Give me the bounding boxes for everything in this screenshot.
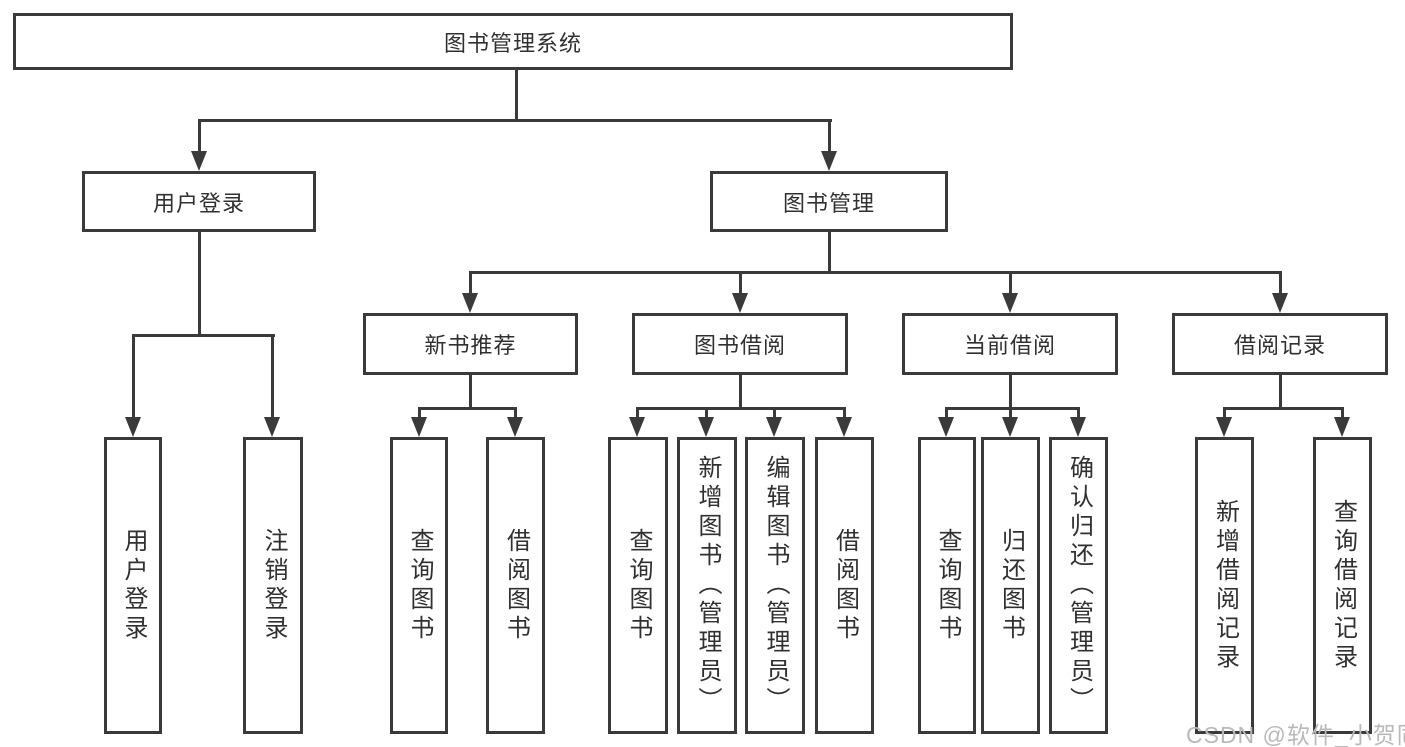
- connector-line: [1279, 271, 1282, 295]
- connector-line: [418, 407, 517, 410]
- node-book-borrow-label: 图书借阅: [693, 333, 786, 358]
- node-root: 图书管理系统: [13, 13, 1013, 70]
- connector-line: [843, 407, 846, 419]
- arrow-down-icon: [1216, 417, 1232, 437]
- connector-line: [828, 232, 831, 273]
- watermark: CSDN @软件_小贺同学: [1186, 722, 1405, 747]
- arrow-down-icon: [698, 417, 714, 437]
- connector-line: [515, 70, 518, 121]
- leaf-return-book: 归还图书: [981, 437, 1040, 734]
- connector-line: [1009, 271, 1012, 295]
- arrow-down-icon: [462, 293, 478, 313]
- node-current-borrow-label: 当前借阅: [963, 333, 1056, 358]
- connector-line: [636, 407, 639, 419]
- leaf-add-borrow-record: 新增借阅记录: [1195, 437, 1254, 734]
- leaf-edit-book-admin-label: 编辑图书（管理员）: [762, 455, 789, 716]
- connector-line: [132, 334, 135, 419]
- leaf-return-book-label: 归还图书: [997, 527, 1025, 644]
- leaf-query-books-borrow-label: 查询图书: [625, 527, 652, 644]
- connector-line: [469, 271, 1282, 274]
- node-book-management: 图书管理: [710, 171, 948, 232]
- connector-line: [418, 407, 421, 419]
- leaf-user-login-label: 用户登录: [120, 527, 147, 644]
- leaf-confirm-return-admin-label: 确认归还（管理员）: [1065, 455, 1093, 716]
- leaf-query-books-borrow: 查询图书: [608, 437, 668, 734]
- arrow-down-icon: [1272, 293, 1288, 313]
- arrow-down-icon: [766, 417, 782, 437]
- connector-line: [132, 334, 275, 337]
- arrow-down-icon: [629, 417, 645, 437]
- connector-line: [739, 271, 742, 295]
- node-current-borrow: 当前借阅: [902, 313, 1118, 375]
- leaf-add-book-admin: 新增图书（管理员）: [677, 437, 737, 734]
- connector-line: [469, 375, 472, 409]
- node-borrow-records: 借阅记录: [1172, 313, 1388, 375]
- connector-line: [1009, 375, 1012, 409]
- arrow-down-icon: [1070, 417, 1086, 437]
- arrow-down-icon: [938, 417, 954, 437]
- leaf-confirm-return-admin: 确认归还（管理员）: [1049, 437, 1108, 734]
- node-borrow-records-label: 借阅记录: [1233, 333, 1326, 358]
- connector-line: [514, 407, 517, 419]
- node-user-login-label: 用户登录: [152, 190, 245, 216]
- leaf-query-borrow-record: 查询借阅记录: [1313, 437, 1372, 734]
- connector-line: [198, 119, 832, 122]
- connector-line: [828, 119, 831, 153]
- leaf-logout-label: 注销登录: [260, 527, 287, 644]
- leaf-borrow-books-recommend-label: 借阅图书: [502, 527, 530, 644]
- leaf-add-book-admin-label: 新增图书（管理员）: [694, 455, 721, 716]
- connector-line: [1223, 407, 1344, 410]
- connector-line: [271, 334, 274, 419]
- leaf-user-login: 用户登录: [104, 437, 162, 734]
- leaf-query-borrow-record-label: 查询借阅记录: [1329, 498, 1357, 673]
- node-root-label: 图书管理系统: [443, 30, 582, 56]
- leaf-borrow-books-label: 借阅图书: [831, 527, 859, 644]
- node-book-management-label: 图书管理: [782, 190, 875, 216]
- leaf-edit-book-admin: 编辑图书（管理员）: [745, 437, 805, 734]
- arrow-down-icon: [191, 151, 207, 171]
- arrow-down-icon: [821, 151, 837, 171]
- node-user-login: 用户登录: [82, 171, 316, 232]
- arrow-down-icon: [732, 293, 748, 313]
- arrow-down-icon: [1002, 417, 1018, 437]
- leaf-query-books-current: 查询图书: [918, 437, 976, 734]
- leaf-borrow-books: 借阅图书: [815, 437, 874, 734]
- connector-line: [773, 407, 776, 419]
- connector-line: [198, 232, 201, 336]
- leaf-query-books-recommend-label: 查询图书: [406, 527, 433, 644]
- connector-line: [469, 271, 472, 295]
- leaf-logout: 注销登录: [243, 437, 303, 734]
- connector-line: [198, 119, 201, 153]
- arrow-down-icon: [1334, 417, 1350, 437]
- connector-line: [1223, 407, 1226, 419]
- leaf-add-borrow-record-label: 新增借阅记录: [1211, 498, 1239, 673]
- connector-line: [636, 407, 846, 410]
- node-new-book-recommend-label: 新书推荐: [424, 333, 517, 358]
- arrow-down-icon: [264, 417, 280, 437]
- connector-line: [1077, 407, 1080, 419]
- connector-line: [945, 407, 948, 419]
- arrow-down-icon: [1002, 293, 1018, 313]
- arrow-down-icon: [411, 417, 427, 437]
- leaf-borrow-books-recommend: 借阅图书: [486, 437, 545, 734]
- leaf-query-books-recommend: 查询图书: [390, 437, 448, 734]
- connector-line: [1279, 375, 1282, 409]
- arrow-down-icon: [507, 417, 523, 437]
- connector-line: [945, 407, 1080, 410]
- connector-line: [739, 375, 742, 409]
- node-new-book-recommend: 新书推荐: [363, 313, 578, 375]
- arrow-down-icon: [125, 417, 141, 437]
- connector-line: [1009, 407, 1012, 419]
- connector-line: [1341, 407, 1344, 419]
- leaf-query-books-current-label: 查询图书: [934, 527, 961, 644]
- connector-line: [705, 407, 708, 419]
- node-book-borrow: 图书借阅: [632, 313, 848, 375]
- arrow-down-icon: [836, 417, 852, 437]
